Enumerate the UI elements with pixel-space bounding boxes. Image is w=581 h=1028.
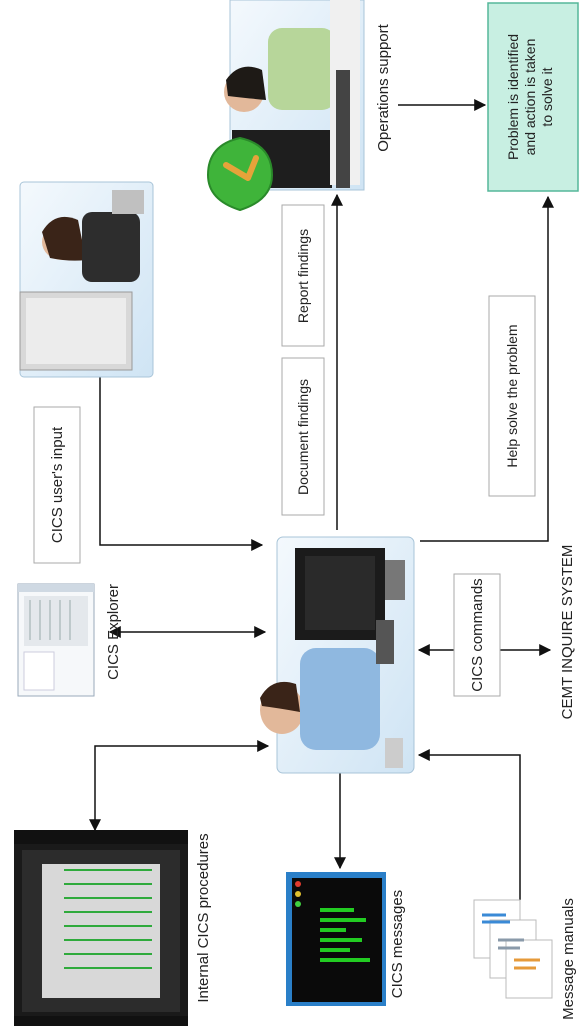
document-findings-box	[281, 357, 325, 516]
label-operations-support: Operations support	[375, 23, 392, 151]
commands-box	[453, 573, 501, 697]
monitor-bar-chart-icon	[286, 872, 386, 1006]
report-findings-box	[281, 204, 325, 347]
admin-scene-image	[260, 536, 415, 774]
user-scene-image	[19, 181, 154, 378]
arrow-procedures	[89, 740, 270, 832]
support-scene-image	[224, 0, 365, 191]
label-help-solve: Help solve the problem	[504, 324, 520, 467]
label-report-findings: Report findings	[295, 229, 311, 323]
result-line-3: to solve it	[539, 67, 555, 126]
arrow-help-solve	[420, 195, 554, 542]
result-line-2: and action is taken	[522, 39, 538, 156]
arrow-user-input	[94, 358, 264, 551]
help-solve-box	[488, 295, 536, 497]
result-box	[487, 2, 579, 192]
user-input-box	[33, 406, 81, 564]
label-cics-messages: CICS messages	[389, 890, 406, 998]
arrow-manuals	[417, 749, 521, 900]
label-message-manuals: Message manuals	[560, 898, 577, 1020]
server-rack-icon	[14, 830, 188, 1026]
documents-icon	[473, 899, 553, 999]
label-cemt-inquire: CEMT INQUIRE SYSTEM	[559, 545, 576, 720]
label-document-findings: Document findings	[295, 379, 311, 495]
label-cics-explorer: CICS Explorer	[105, 584, 122, 680]
application-window-icon	[17, 583, 95, 697]
label-user-input: CICS user's input	[49, 426, 66, 543]
label-cics-commands: CICS commands	[469, 578, 486, 691]
result-line-1: Problem is identified	[505, 34, 521, 160]
label-internal-procedures: Internal CICS procedures	[195, 833, 212, 1002]
shield-check-icon	[206, 136, 274, 212]
